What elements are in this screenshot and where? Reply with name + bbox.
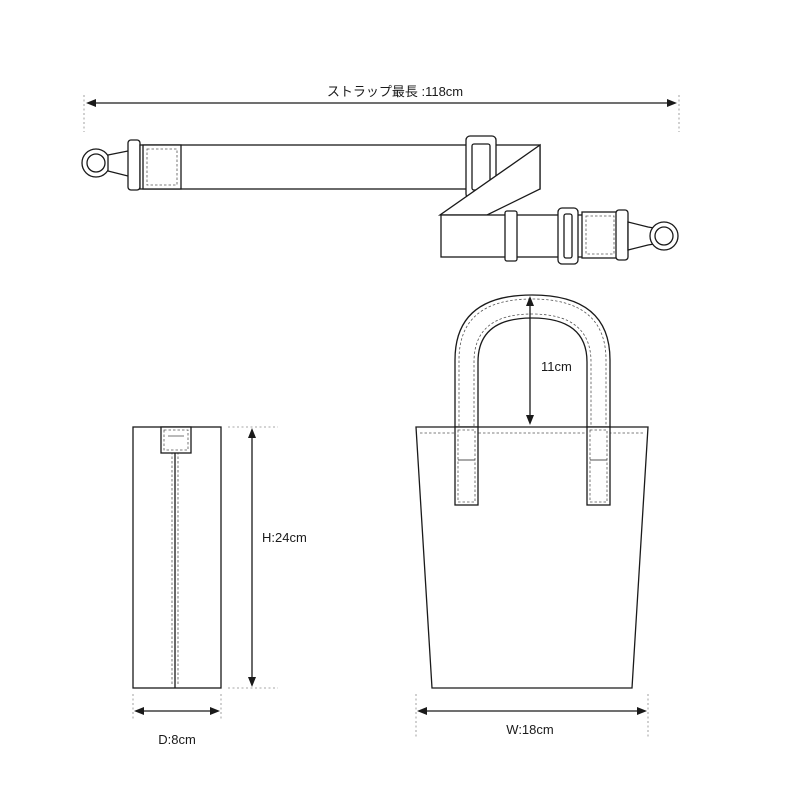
strap-tab-left (142, 144, 182, 190)
width-arrowhead-right (637, 707, 647, 715)
front-view: 11cm W:18cm (415, 294, 649, 738)
side-view: H:24cm D:8cm (132, 426, 307, 747)
shoulder-strap: ストラップ最長 :118cm (81, 84, 680, 265)
width-label: W:18cm (506, 722, 553, 737)
depth-arrowhead-left (134, 707, 144, 715)
handle-arrowhead-bottom (526, 415, 534, 425)
side-panel (132, 426, 222, 689)
width-arrowhead-left (417, 707, 427, 715)
side-label-tab (160, 426, 192, 454)
handle-height-label: 11cm (541, 359, 572, 374)
depth-label: D:8cm (158, 732, 196, 747)
strap-arrowhead-right (667, 99, 677, 107)
handle-arrowhead-top (526, 296, 534, 306)
right-snap-hook (615, 209, 679, 261)
height-arrowhead-top (248, 428, 256, 438)
height-label: H:24cm (262, 530, 307, 545)
height-arrowhead-bottom (248, 677, 256, 687)
strap-tab-right (581, 211, 619, 259)
handle-attachment-right (586, 426, 611, 506)
depth-arrowhead-right (210, 707, 220, 715)
handle-attachment-left (454, 426, 479, 506)
strap-keeper (504, 210, 518, 262)
strap-length-label: ストラップ最長 :118cm (327, 84, 463, 99)
bag-body (415, 426, 649, 689)
strap-ring (557, 207, 579, 265)
left-snap-hook (81, 139, 141, 191)
strap-arrowhead-left (86, 99, 96, 107)
